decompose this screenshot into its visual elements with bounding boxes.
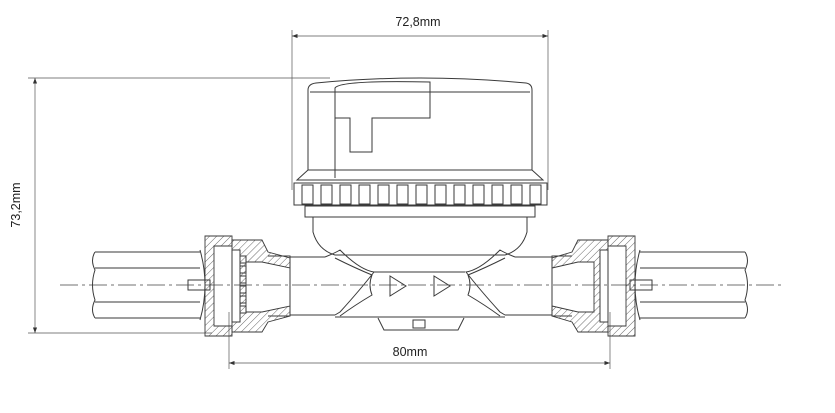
dimension-height: 73,2mm	[9, 77, 330, 334]
strainer-tooth	[239, 265, 247, 274]
left-union	[92, 235, 291, 337]
cap-t-marking	[334, 81, 431, 178]
meter-cap	[293, 77, 548, 256]
strainer-tooth	[239, 305, 247, 314]
length-label: 80mm	[393, 345, 428, 359]
cap-rib	[491, 184, 504, 205]
cap-rib	[434, 184, 447, 205]
dimension-width: 72,8mm	[291, 15, 549, 190]
height-label: 73,2mm	[9, 182, 23, 227]
strainer-tooth	[239, 285, 247, 294]
cap-rib	[453, 184, 466, 205]
cap-ribs	[301, 184, 542, 205]
strainer-tooth	[239, 295, 247, 304]
cap-rib	[358, 184, 371, 205]
cap-rib	[320, 184, 333, 205]
cap-rib	[529, 184, 542, 205]
flow-arrow-icon	[389, 275, 407, 297]
cap-rib	[396, 184, 409, 205]
cap-rib	[339, 184, 352, 205]
right-union	[551, 235, 748, 337]
cap-rib	[415, 184, 428, 205]
strainer-tooth	[239, 255, 247, 264]
flow-arrow-icon	[433, 275, 451, 297]
cap-rib	[301, 184, 314, 205]
cap-rib	[510, 184, 523, 205]
width-label: 72,8mm	[395, 15, 440, 29]
cap-rib	[472, 184, 485, 205]
dimension-length: 80mm	[228, 312, 611, 369]
meter-body	[268, 249, 572, 331]
strainer-tooth	[239, 275, 247, 284]
cap-rib	[377, 184, 390, 205]
